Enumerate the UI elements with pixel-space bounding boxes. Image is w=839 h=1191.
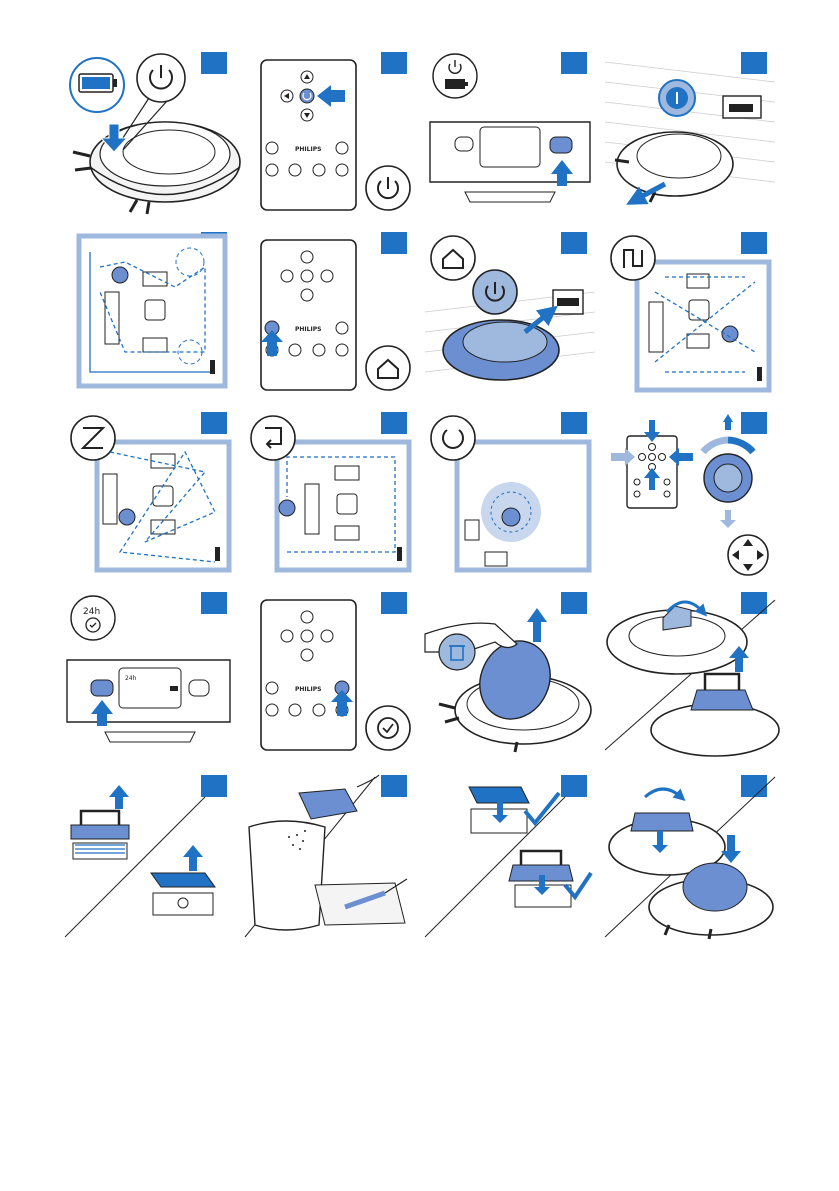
- step-panel-7: [425, 232, 595, 397]
- step-panel-13: 24h 24h: [65, 592, 235, 757]
- zigzag-mode-icon: [611, 236, 655, 280]
- robot-top-view: [703, 414, 753, 528]
- step-panel-15: [425, 592, 595, 757]
- reassembly-icon: [609, 789, 725, 875]
- home-icon: [366, 346, 410, 390]
- timer-icon: 24h: [71, 596, 115, 640]
- dust-bin-icon: [439, 634, 475, 670]
- power-icon: [433, 54, 477, 98]
- remote-brand: PHILIPS: [295, 326, 321, 333]
- filter-assembly-1: [469, 787, 559, 833]
- lift-arrow: [109, 785, 129, 809]
- dust-container-icon: [651, 674, 779, 756]
- remote-icon: PHILIPS: [261, 600, 356, 750]
- remote-icon: PHILIPS: [261, 60, 356, 210]
- robot-illustration: [73, 122, 240, 214]
- home-icon: [431, 236, 475, 280]
- timer-label: 24h: [83, 607, 100, 617]
- battery-icon: [70, 58, 124, 112]
- filter-mesh: [151, 873, 215, 915]
- timer-icon: [366, 706, 410, 750]
- wall-follow-mode-icon: [251, 416, 295, 460]
- robot-illustration: [443, 320, 559, 380]
- lift-arrow: [183, 845, 203, 871]
- step-panel-5: [65, 232, 235, 397]
- cleaning-map-icon: [79, 236, 225, 386]
- direction-pad-icon: [728, 535, 768, 575]
- remote-brand: PHILIPS: [295, 146, 321, 153]
- step-panel-8: [605, 232, 775, 397]
- brush-icon: [315, 879, 407, 925]
- step-panel-19: [425, 775, 595, 940]
- step-panel-4: [605, 52, 775, 217]
- battery-icon: [445, 79, 468, 89]
- docking-station-icon: [723, 96, 761, 118]
- filter-icon: [71, 811, 129, 859]
- power-icon: [473, 270, 517, 314]
- step-panel-11: [425, 412, 595, 577]
- robot-illustration: [615, 132, 733, 202]
- step-panel-18: [245, 775, 415, 940]
- step-panel-10: [245, 412, 415, 577]
- step-panel-6: PHILIPS: [245, 232, 415, 397]
- step-panel-14: PHILIPS: [245, 592, 415, 757]
- docking-station-icon: [553, 290, 583, 314]
- power-icon: [659, 80, 695, 116]
- lift-arrow: [527, 608, 547, 642]
- power-icon: [366, 166, 410, 210]
- step-panel-16: [605, 592, 775, 757]
- step-panel-3: [425, 52, 595, 217]
- step-panel-2: PHILIPS: [245, 52, 415, 217]
- random-mode-icon: [71, 416, 115, 460]
- step-panel-12: [605, 412, 775, 577]
- filter-assembly-2: [509, 851, 591, 907]
- remote-brand: PHILIPS: [295, 686, 321, 693]
- step-panel-20: [605, 775, 775, 940]
- remote-icon: PHILIPS: [261, 240, 356, 390]
- step-panel-17: [65, 775, 235, 940]
- robot-front-panel: [430, 122, 590, 202]
- step-panel-1: [65, 52, 235, 217]
- robot-top: [607, 602, 747, 674]
- display-label: 24h: [125, 675, 137, 682]
- robot-front-panel: 24h: [67, 660, 230, 742]
- spot-mode-icon: [431, 416, 475, 460]
- step-panel-9: [65, 412, 235, 577]
